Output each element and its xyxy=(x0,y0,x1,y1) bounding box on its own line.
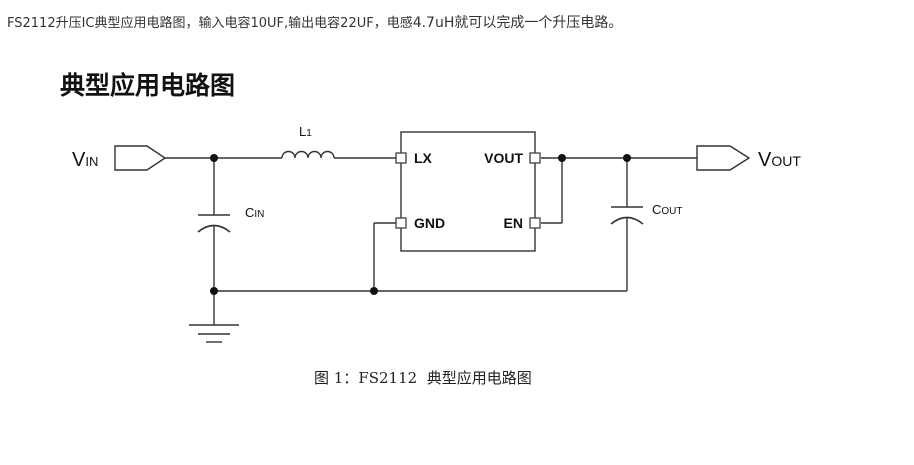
vin-terminal: VIN xyxy=(72,145,167,171)
vout-label: VOUT xyxy=(758,149,801,171)
vin-label: VIN xyxy=(72,149,98,171)
pin-lx-label: LX xyxy=(414,150,433,166)
pin-en-label: EN xyxy=(504,215,523,231)
intro-text-part1: FS2112升压IC典型应用电路图，输入电容10UF,输出电容22UF，电感 xyxy=(7,16,413,31)
caption-suffix: 典型应用电路图 xyxy=(426,369,532,387)
junction-dot xyxy=(558,154,566,162)
vout-terminal: VOUT xyxy=(696,145,801,171)
caption-part: FS2112 xyxy=(358,369,418,387)
wires xyxy=(165,157,697,325)
figure-caption: 图 1：FS2112 典型应用电路图 xyxy=(314,367,532,389)
pin-vout xyxy=(529,152,541,164)
junction-dot xyxy=(210,154,218,162)
junction-dot xyxy=(370,287,378,295)
pin-vout-label: VOUT xyxy=(484,150,523,166)
junction-dots xyxy=(210,154,631,295)
pin-en xyxy=(529,217,541,229)
pin-gnd xyxy=(395,217,407,229)
junction-dot xyxy=(210,287,218,295)
junction-dot xyxy=(623,154,631,162)
pin-lx xyxy=(395,152,407,164)
ground-symbol xyxy=(189,324,239,343)
pin-gnd-label: GND xyxy=(414,215,445,231)
intro-text-part2: 4.7uH就可以完成一个升压电路。 xyxy=(412,15,623,31)
capacitor-cout: COUT xyxy=(610,202,683,225)
inductor-label: L1 xyxy=(299,124,312,139)
ic-body xyxy=(400,131,536,252)
inductor-l1: L1 xyxy=(281,124,335,159)
cin-label: CIN xyxy=(245,205,264,220)
ic-fs2112: LX GND VOUT EN xyxy=(395,131,541,252)
section-heading: 典型应用电路图 xyxy=(60,71,236,100)
capacitor-cin: CIN xyxy=(197,205,264,233)
intro-text: FS2112升压IC典型应用电路图，输入电容10UF,输出电容22UF，电感4.… xyxy=(7,12,907,34)
caption-prefix: 图 1： xyxy=(314,369,359,387)
cout-label: COUT xyxy=(652,202,683,217)
